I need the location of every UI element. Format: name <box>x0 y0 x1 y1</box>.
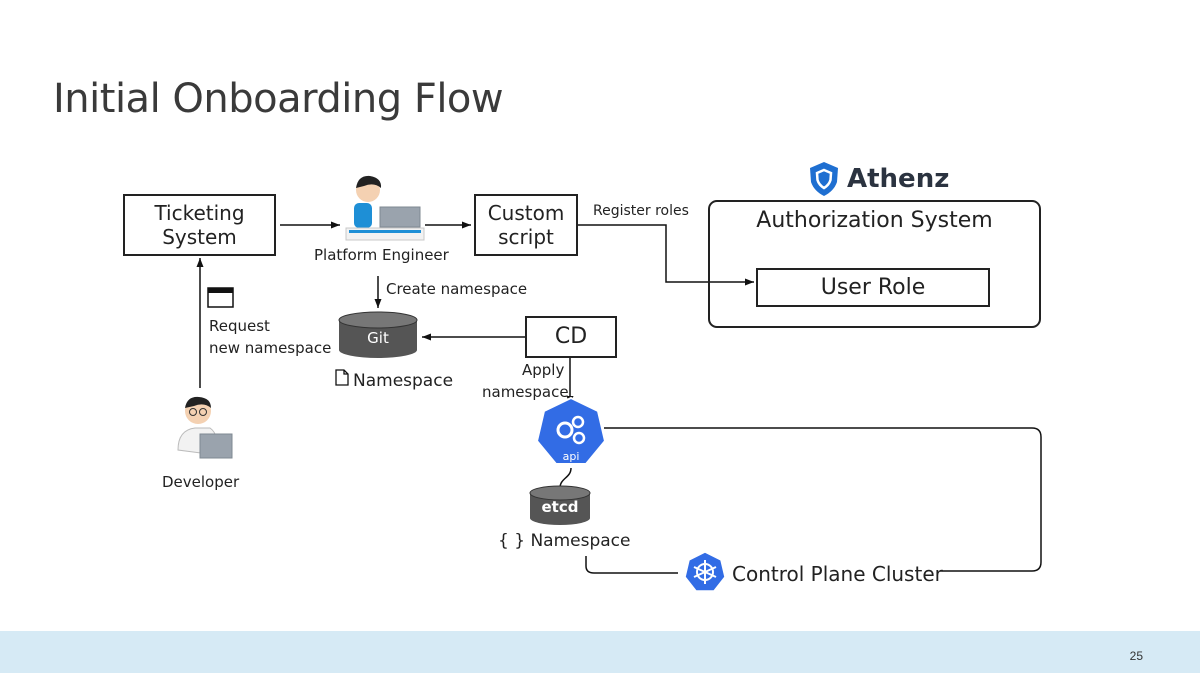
etcd-label: etcd <box>530 498 590 516</box>
athenz-logo-text: Athenz <box>847 164 949 194</box>
create-namespace-label: Create namespace <box>386 280 527 298</box>
cd-box: CD <box>525 316 617 358</box>
user-role-label: User Role <box>821 276 926 300</box>
authorization-system-label: Authorization System <box>709 208 1040 233</box>
connector-api-etcd <box>560 468 571 488</box>
user-role-box: User Role <box>756 268 990 307</box>
custom-script-line1: Custom <box>488 201 565 225</box>
document-icon <box>336 370 348 385</box>
platform-engineer-label: Platform Engineer <box>314 246 449 264</box>
apply-label-line2: namespace <box>482 383 569 401</box>
git-label: Git <box>339 329 417 347</box>
request-label-line1: Request <box>209 317 270 335</box>
footer-bar <box>0 631 1200 673</box>
athenz-shield-icon <box>810 162 838 196</box>
custom-script-box: Custom script <box>474 194 578 256</box>
ticketing-label-line2: System <box>162 225 237 249</box>
control-plane-boundary <box>604 428 1041 571</box>
platform-engineer-avatar <box>346 176 424 240</box>
namespace-json-label: { } Namespace <box>498 531 630 551</box>
namespace-file-label: Namespace <box>353 371 453 391</box>
request-label-line2: new namespace <box>209 339 331 357</box>
ticketing-system-box: Ticketing System <box>123 194 276 256</box>
apply-label-line1: Apply <box>522 361 564 379</box>
api-label: api <box>556 450 586 463</box>
browser-window-icon <box>208 288 233 307</box>
developer-label: Developer <box>162 473 239 491</box>
control-plane-boundary-left <box>586 556 678 573</box>
custom-script-line2: script <box>498 225 554 249</box>
developer-avatar <box>178 397 232 458</box>
ticketing-label-line1: Ticketing <box>154 201 244 225</box>
cd-label: CD <box>555 325 587 349</box>
control-plane-label: Control Plane Cluster <box>732 562 943 586</box>
register-roles-label: Register roles <box>593 203 689 219</box>
kubernetes-wheel-icon <box>685 552 725 591</box>
arrow-register-roles <box>578 225 754 282</box>
page-number: 25 <box>1130 649 1143 663</box>
